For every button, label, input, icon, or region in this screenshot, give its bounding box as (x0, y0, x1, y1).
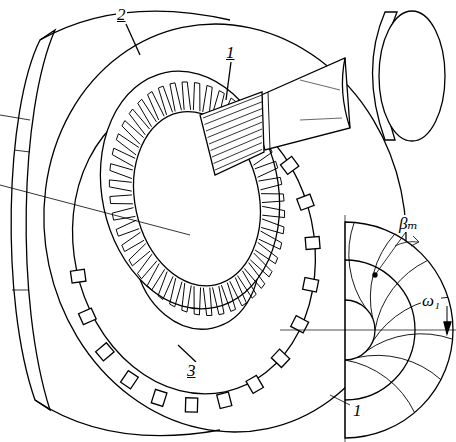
axis-line (0, 185, 190, 235)
leader-line (178, 345, 196, 362)
leader-line (226, 62, 231, 100)
pinion-shaft (250, 11, 445, 150)
callout-number: 1 (352, 402, 363, 419)
callout-number: 3 (186, 362, 197, 379)
axis-line (0, 115, 30, 120)
pinion (200, 92, 264, 175)
symbol-label: ω₁ (421, 292, 441, 309)
symbol-label: βₘ (398, 215, 419, 232)
callout-number: 2 (116, 6, 127, 23)
inset-diagram (280, 215, 456, 442)
face-gear-teeth (79, 54, 301, 325)
callout-number: 1 (225, 44, 236, 61)
leader-line (126, 24, 140, 55)
ring-blocks (70, 106, 320, 412)
